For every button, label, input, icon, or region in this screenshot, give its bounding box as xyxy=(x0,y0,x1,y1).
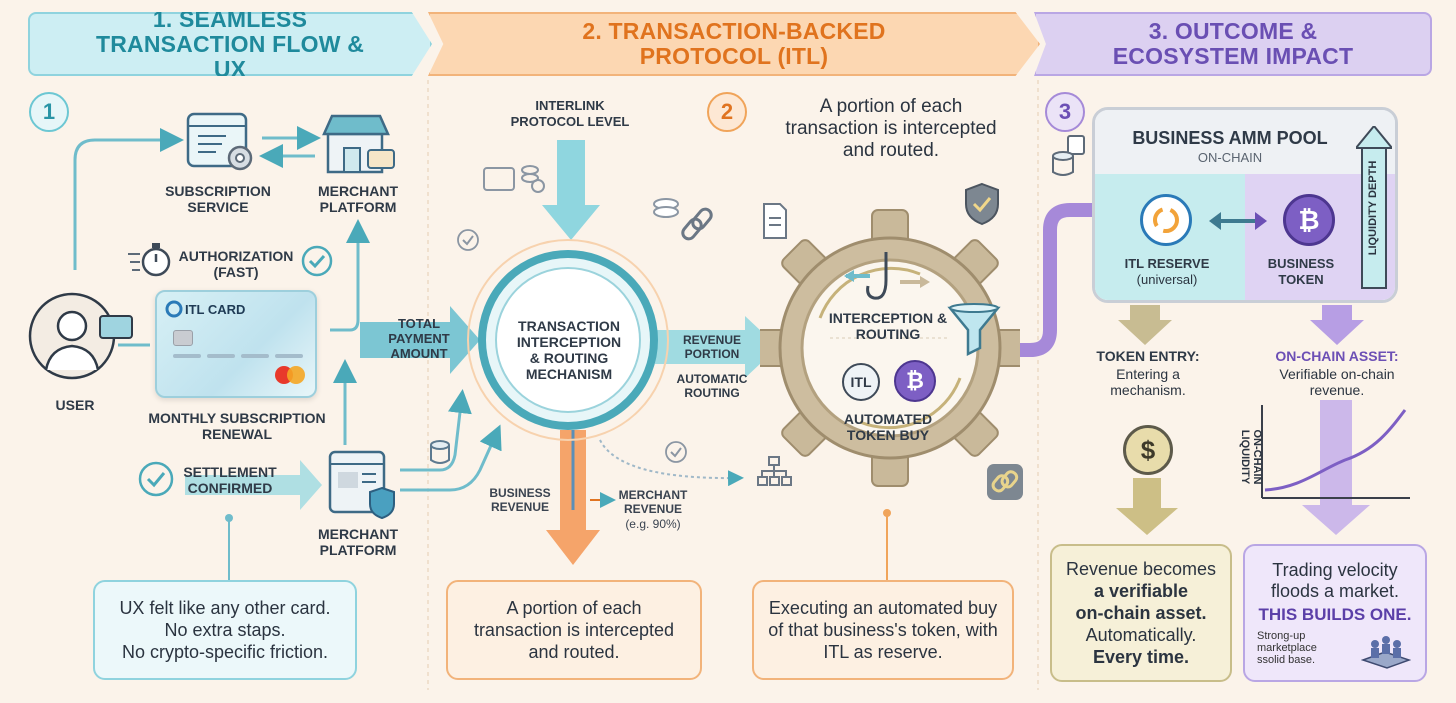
swap-arrows-icon xyxy=(1209,212,1267,230)
mechanism-label: TRANSACTION INTERCEPTION & ROUTING MECHA… xyxy=(516,318,622,382)
hook-icon xyxy=(844,252,930,300)
note5-headline: THIS BUILDS ONE. xyxy=(1258,605,1412,624)
note4-line-2: a verifiable xyxy=(1093,581,1189,601)
note4-line-1: Revenue becomes xyxy=(1065,559,1217,579)
note4-line-4: Automatically. xyxy=(1085,625,1197,645)
merchant-revenue-pct: (e.g. 90%) xyxy=(625,517,681,531)
automated-buy-note: Executing an automated buy of that busin… xyxy=(752,580,1014,680)
amm-pool-title: BUSINESS AMM POOL xyxy=(1132,128,1328,148)
portion-top-text: A portion of each transaction is interce… xyxy=(785,96,997,161)
amm-pool-subtitle: ON-CHAIN xyxy=(1197,150,1263,165)
network-hierarchy-icon xyxy=(757,456,792,486)
business-token-coin-icon: ₿ xyxy=(1283,194,1335,246)
business-revenue-label: BUSINESS REVENUE xyxy=(489,486,551,514)
onchain-asset-text: Verifiable on-chain revenue. xyxy=(1279,366,1395,398)
check-circle-icon xyxy=(301,245,333,277)
itl-logo-icon xyxy=(165,300,183,318)
business-token-label: BUSINESS TOKEN xyxy=(1267,256,1335,287)
user-avatar-icon xyxy=(28,292,133,380)
merchant-revenue-label: MERCHANT REVENUE xyxy=(618,488,688,516)
stopwatch-icon xyxy=(128,243,171,277)
itl-reserve-label: ITL RESERVE xyxy=(1124,256,1210,271)
user-label: USER xyxy=(55,397,95,413)
ux-note-line-3: No crypto-specific friction. xyxy=(121,642,329,662)
revenue-portion-label: REVENUE PORTION xyxy=(682,333,741,361)
subscription-service-label: SUBSCRIPTION SERVICE xyxy=(165,183,271,215)
bitcoin-coin-icon: ₿ xyxy=(894,360,936,402)
itl-reserve-sub: (universal) xyxy=(1136,272,1198,287)
subscription-service-icon xyxy=(186,112,253,171)
section-2-banner: 2. TRANSACTION-BACKED PROTOCOL (ITL) xyxy=(428,12,1040,76)
total-payment-label: TOTAL PAYMENT AMOUNT xyxy=(388,316,450,361)
check-small-icon-2 xyxy=(665,441,687,463)
verifiable-asset-note: Revenue becomes a verifiable on-chain as… xyxy=(1050,544,1232,682)
note5-text: Trading velocity floods a market. xyxy=(1270,560,1400,601)
note5-small: Strong-up marketplace ssolid base. xyxy=(1257,630,1317,666)
card-label: ITL CARD xyxy=(185,302,246,317)
section-3-banner: 3. OUTCOME & ECOSYSTEM IMPACT xyxy=(1034,12,1432,76)
check-small-icon xyxy=(457,229,479,251)
interception-note: A portion of each transaction is interce… xyxy=(446,580,702,680)
step-2-badge: 2 xyxy=(707,92,747,132)
note4-line-5: Every time. xyxy=(1092,647,1190,667)
merchant-platform-bottom-label: MERCHANT PLATFORM xyxy=(317,526,399,558)
ledger-coins-icon xyxy=(483,165,545,193)
amm-pool-panel: BUSINESS AMM POOL ON-CHAIN ₿ ITL RESERVE… xyxy=(1092,107,1398,303)
card-number-4 xyxy=(275,354,303,358)
step-1-badge: 1 xyxy=(29,92,69,132)
card-number-3 xyxy=(241,354,269,358)
interception-note-text: A portion of each transaction is interce… xyxy=(473,598,675,662)
ux-note: UX felt like any other card. No extra st… xyxy=(93,580,357,680)
section-2-title: 2. TRANSACTION-BACKED PROTOCOL (ITL) xyxy=(582,18,886,69)
token-entry-text: Entering a mechanism. xyxy=(1110,366,1186,398)
interception-routing-label: INTERCEPTION & ROUTING xyxy=(828,310,948,342)
section-1-title: 1. SEAMLESS TRANSACTION FLOW & UX xyxy=(95,5,365,82)
merchant-platform-top-label: MERCHANT PLATFORM xyxy=(317,183,399,215)
token-entry-title: TOKEN ENTRY: xyxy=(1096,348,1200,364)
settlement-check-icon xyxy=(138,461,174,497)
card-number-2 xyxy=(207,354,235,358)
itl-reserve-logo-icon xyxy=(1140,194,1192,246)
card-number-1 xyxy=(173,354,201,358)
note4-line-3: on-chain asset. xyxy=(1075,603,1207,623)
merchant-store-icon xyxy=(322,114,395,174)
dollar-coin-icon: $ xyxy=(1123,425,1173,475)
gear-icon xyxy=(760,209,1020,487)
automated-buy-note-text: Executing an automated buy of that busin… xyxy=(768,598,998,662)
interlink-label: INTERLINK PROTOCOL LEVEL xyxy=(510,98,630,129)
shield-check-icon xyxy=(965,182,999,226)
database-icon xyxy=(430,440,450,464)
authorization-label: AUTHORIZATION (FAST) xyxy=(178,248,294,280)
onchain-liquidity-label: ON-CHAIN LIQUIDITY xyxy=(1239,429,1263,485)
monthly-renewal-label: MONTHLY SUBSCRIPTION RENEWAL xyxy=(148,410,326,442)
itl-coin: ITL xyxy=(842,363,880,401)
amm-pool-header xyxy=(1095,110,1395,174)
step-3-badge: 3 xyxy=(1045,92,1085,132)
chain-link-icon xyxy=(987,464,1023,500)
funnel-icon xyxy=(947,303,1001,357)
mechanism-ring xyxy=(467,239,669,441)
liquidity-depth-arrow xyxy=(1356,126,1392,289)
database-document-icon xyxy=(1052,135,1085,176)
ux-note-line-2: No extra staps. xyxy=(164,620,286,640)
coins-chain-icon xyxy=(653,198,713,241)
automatic-routing-label: AUTOMATIC ROUTING xyxy=(676,372,748,400)
automated-token-buy-label: AUTOMATED TOKEN BUY xyxy=(843,411,933,443)
liquidity-depth-label: LIQUIDITY DEPTH xyxy=(1367,160,1379,256)
section-1-banner: 1. SEAMLESS TRANSACTION FLOW & UX xyxy=(28,12,432,76)
itl-card: ITL CARD xyxy=(155,290,317,398)
community-people-icon xyxy=(1361,636,1411,669)
section-3-title: 3. OUTCOME & ECOSYSTEM IMPACT xyxy=(1112,18,1354,69)
ux-note-line-1: UX felt like any other card. xyxy=(119,598,331,618)
onchain-asset-title: ON-CHAIN ASSET: xyxy=(1275,348,1399,364)
mastercard-orange-icon xyxy=(287,366,305,384)
document-icon xyxy=(763,203,787,239)
merchant-platform-shield-icon xyxy=(328,450,395,520)
trading-velocity-note: Trading velocity floods a market. THIS B… xyxy=(1243,544,1427,682)
settlement-label: SETTLEMENT CONFIRMED xyxy=(183,464,277,496)
card-chip xyxy=(173,330,193,346)
